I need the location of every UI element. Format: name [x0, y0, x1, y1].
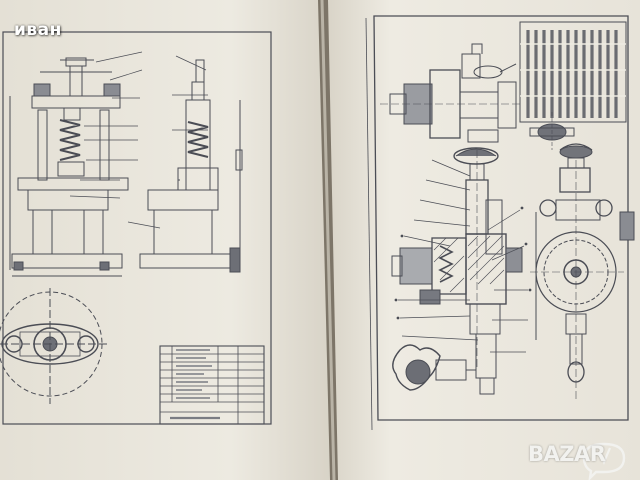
right-leader-lines — [398, 159, 528, 353]
press-assembly-drawing — [0, 31, 272, 425]
position-number-marks — [394, 206, 532, 320]
left-sheet — [0, 0, 330, 480]
press-side-view — [139, 59, 243, 273]
seller-name-overlay: иван — [14, 20, 62, 40]
valve-assembly-drawing — [365, 15, 635, 431]
left-title-block — [159, 345, 265, 425]
press-plan-view — [0, 288, 108, 404]
right-drawing-frame — [373, 15, 629, 421]
valve-top-view — [380, 43, 520, 143]
left-drawing-frame — [2, 31, 272, 425]
left-leader-lines — [69, 51, 208, 229]
press-front-view — [9, 57, 129, 277]
page-fold — [320, 0, 336, 480]
bazar-watermark-text: BAZAR — [528, 442, 606, 466]
valve-side-view — [530, 143, 635, 400]
parts-list-table — [519, 21, 627, 123]
valve-main-section — [391, 147, 523, 395]
section-a-a-view — [529, 112, 575, 150]
